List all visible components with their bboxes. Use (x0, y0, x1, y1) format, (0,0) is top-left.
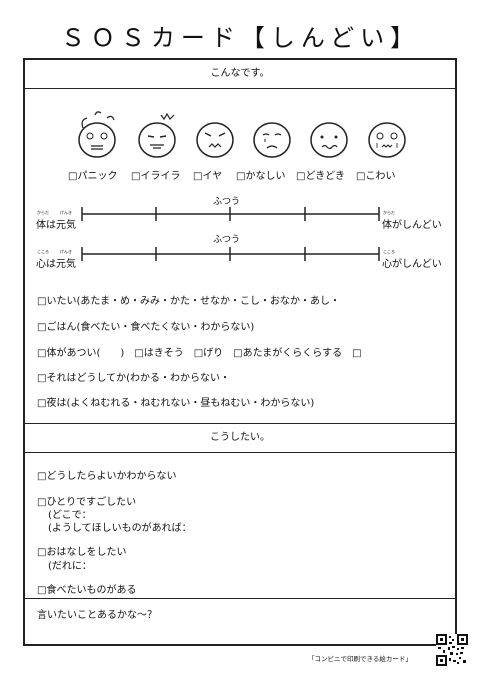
checkbox-dislike[interactable]: □イヤ (193, 171, 223, 182)
scared-face-icon (365, 110, 409, 160)
checkbox-alone[interactable]: □ひとりですごしたい (37, 497, 137, 508)
checkbox-dont-know[interactable]: □どうしたらよいかわからない (37, 471, 177, 482)
checkbox-sad[interactable]: □かなしい (236, 171, 286, 182)
page-title: ＳＯＳカード【しんどい】 (60, 24, 421, 52)
scale-line (81, 207, 380, 221)
nervous-face-icon (307, 110, 351, 160)
section-header-wants: こうしたい。 (210, 432, 270, 443)
angry-face-icon (193, 110, 237, 160)
emotion-checkbox-row: □パニック □イライラ □イヤ □かなしい □どきどき □こわい (0, 167, 481, 182)
scale-middle-label: ふつう (213, 197, 241, 207)
checkbox-fever-row[interactable]: □体があつい( ) □はきそう □げり □あたまがくらくらする □ (37, 348, 362, 359)
ruby: げんき (60, 249, 72, 254)
divider (25, 88, 455, 89)
divider (25, 452, 455, 453)
panic-face-icon (75, 110, 119, 160)
scale-middle-label: ふつう (213, 235, 241, 245)
ruby: げんき (60, 210, 72, 215)
talk-with-whom-field[interactable]: (だれに： (48, 561, 92, 572)
sad-face-icon (250, 110, 294, 160)
ruby: からだ (37, 210, 49, 215)
checkbox-food[interactable]: □食べたいものがある (37, 585, 137, 596)
footer-credit: 「コンビニで印刷できる絵カード」 (308, 655, 412, 663)
checkbox-irritated[interactable]: □イライラ (131, 171, 181, 182)
checkbox-appetite[interactable]: □ごはん(食べたい・食べたくない・わからない) (37, 322, 255, 333)
scale-right-label: 心がしんどい (382, 259, 442, 270)
scale-line (81, 247, 380, 261)
qr-code-icon (436, 634, 468, 666)
body-condition-scale: ふつう からだ げんき 体は元気 からだ 体がしんどい (0, 194, 481, 234)
checkbox-sleep[interactable]: □夜は(よくねむれる・ねむれない・昼もねむい・わからない) (37, 398, 315, 409)
free-text-prompt: 言いたいことあるかな〜？ (37, 610, 157, 621)
checkbox-scared[interactable]: □こわい (356, 171, 396, 182)
divider (25, 423, 455, 424)
checkbox-nervous[interactable]: □どきどき (296, 171, 345, 182)
divider (25, 598, 455, 599)
emotion-faces-row (45, 110, 425, 165)
alone-request-field[interactable]: (ようしてほしいものがあれば： (48, 523, 192, 534)
mind-condition-scale: ふつう こころ げんき 心は元気 こころ 心がしんどい (0, 232, 481, 272)
section-header-condition: こんなです。 (210, 68, 270, 79)
scale-left-label: 体は元気 (36, 220, 76, 231)
ruby: こころ (383, 249, 395, 254)
scale-left-label: 心は元気 (36, 259, 76, 270)
checkbox-pain[interactable]: □いたい(あたま・め・みみ・かた・せなか・こし・おなか・あし・ (37, 296, 341, 307)
alone-where-field[interactable]: (どこで： (48, 510, 92, 521)
sos-card: こんなです。 こうしたい。 (23, 58, 457, 646)
ruby: からだ (383, 210, 395, 215)
ruby: こころ (37, 249, 49, 254)
irritated-face-icon (135, 110, 179, 160)
checkbox-reason[interactable]: □それはどうしてか(わかる・わからない・ (37, 373, 231, 384)
checkbox-panic[interactable]: □パニック (68, 171, 118, 182)
scale-right-label: 体がしんどい (382, 220, 442, 231)
checkbox-talk[interactable]: □おはなしをしたい (37, 547, 127, 558)
